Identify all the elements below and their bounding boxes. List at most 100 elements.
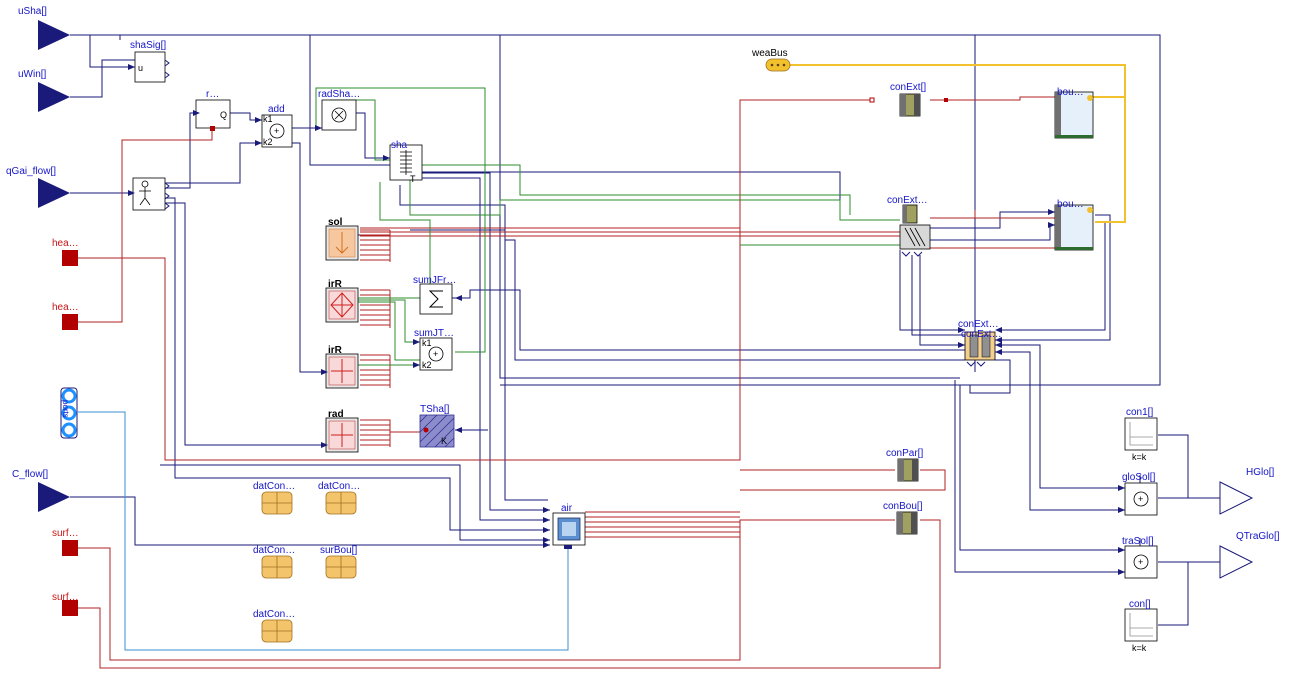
bus-connections: [790, 64, 1126, 223]
svg-text:datCon…: datCon…: [253, 545, 295, 556]
svg-text:datCon…: datCon…: [253, 481, 295, 492]
sumJT-label: sumJT…: [414, 328, 454, 339]
block-sha[interactable]: T sha: [389, 140, 423, 184]
record-datCon1[interactable]: datCon…: [253, 481, 295, 515]
block-r[interactable]: Q r…: [195, 89, 231, 131]
block-sumJFr[interactable]: sumJFr…: [413, 275, 456, 315]
heat-port-hea1[interactable]: hea…: [52, 238, 79, 266]
block-conExtWinFra[interactable]: conExt… conExt…: [958, 319, 1002, 367]
block-traSol[interactable]: + traSol[]: [1122, 536, 1158, 579]
con1-label: con1[]: [1126, 407, 1153, 418]
record-datCon3[interactable]: datCon…: [253, 545, 295, 579]
block-conBou[interactable]: conBou[]: [883, 501, 923, 535]
output-QTraGlo-label: QTraGlo[]: [1236, 531, 1280, 542]
add-label: add: [268, 104, 285, 115]
shaSig-label: shaSig[]: [130, 40, 166, 51]
weather-bus[interactable]: weaBus: [751, 48, 791, 72]
input-triangle-icon: [38, 82, 70, 112]
input-C-flow[interactable]: C_flow[]: [12, 469, 70, 512]
plus-icon: [1133, 554, 1149, 570]
block-irR1[interactable]: irR: [325, 279, 359, 323]
con-param: k=k: [1132, 643, 1147, 653]
block-air[interactable]: air: [552, 503, 586, 549]
block-bou2[interactable]: bou…: [1054, 199, 1094, 251]
plus-icon: [428, 346, 444, 362]
svg-text:k1: k1: [422, 338, 432, 348]
output-HGlo[interactable]: HGlo[]: [1219, 467, 1275, 515]
conExt-label: conExt[]: [890, 82, 926, 93]
bou1-label: bou…: [1057, 87, 1084, 98]
heat-port-label: surf…: [52, 592, 79, 603]
output-triangle-icon: [1219, 545, 1254, 579]
block-sumJT[interactable]: + k1 k2 sumJT…: [414, 328, 454, 371]
fluid-port-icon: [61, 405, 77, 421]
irR2-label: irR: [328, 345, 343, 356]
block-radSha[interactable]: radSha…: [318, 89, 360, 131]
block-gloSol[interactable]: + gloSol[]: [1122, 472, 1158, 516]
arrowheads: [128, 64, 1125, 575]
block-shaSig[interactable]: u shaSig[]: [130, 40, 170, 83]
con1-param: k=k: [1132, 452, 1147, 462]
input-C-flow-label: C_flow[]: [12, 469, 48, 480]
fluid-ports[interactable]: ports: [60, 387, 78, 439]
block-irR2[interactable]: irR: [325, 345, 359, 389]
svg-text:K: K: [441, 436, 447, 446]
multiply-icon: [331, 107, 347, 123]
radiation-connections: [315, 87, 900, 366]
block-con1[interactable]: con1[] k=k: [1124, 407, 1158, 462]
output-HGlo-label: HGlo[]: [1246, 467, 1275, 478]
block-con[interactable]: con[] k=k: [1124, 599, 1158, 653]
weaBus-label: weaBus: [751, 48, 788, 59]
heat-connections: [78, 96, 1055, 669]
block-bou1[interactable]: bou…: [1054, 87, 1094, 139]
input-uWin[interactable]: uWin[]: [18, 69, 70, 112]
plus-icon: [1133, 491, 1149, 507]
fluid-connections: [78, 411, 569, 651]
input-uSha[interactable]: uSha[]: [18, 6, 70, 50]
heat-port-label: hea…: [52, 302, 79, 313]
block-human[interactable]: [132, 177, 170, 211]
heat-port-label: surf…: [52, 528, 79, 539]
heat-port-icon: [62, 314, 78, 330]
block-rad[interactable]: rad: [325, 409, 359, 453]
input-triangle-icon: [38, 20, 70, 50]
block-conPar[interactable]: conPar[]: [886, 448, 923, 482]
sol-heat-stubs: [360, 229, 391, 447]
sum-icon: [428, 290, 443, 308]
conPar-label: conPar[]: [886, 448, 923, 459]
record-surBou[interactable]: surBou[]: [320, 545, 357, 579]
conBou-label: conBou[]: [883, 501, 923, 512]
sha-port-label: T: [410, 174, 416, 184]
TSha-label: TSha[]: [420, 404, 450, 415]
block-sol[interactable]: sol: [325, 217, 359, 261]
bou2-label: bou…: [1057, 199, 1084, 210]
record-datCon4[interactable]: datCon…: [253, 609, 295, 643]
svg-text:+: +: [1138, 557, 1143, 567]
fluid-port-icon: [61, 388, 77, 404]
heat-port-surf1[interactable]: surf…: [52, 528, 79, 556]
heat-port-surf2[interactable]: surf…: [52, 592, 79, 616]
radSha-label: radSha…: [318, 89, 360, 100]
traSol-label: traSol[]: [1122, 536, 1154, 547]
svg-text:k1: k1: [263, 114, 273, 124]
shaSig-port-label: u: [138, 63, 143, 73]
svg-text:+: +: [1138, 494, 1143, 504]
block-TSha[interactable]: K TSha[]: [419, 404, 455, 448]
rad-label: rad: [328, 409, 344, 420]
conExtWinFra2-label: conExt…: [961, 329, 1002, 340]
block-add[interactable]: + k1 k2 add: [261, 104, 293, 148]
heat-port-icon: [62, 250, 78, 266]
record-datCon2[interactable]: datCon…: [318, 481, 360, 515]
input-triangle-icon: [38, 482, 70, 512]
output-triangle-icon: [1219, 481, 1254, 515]
air-label: air: [561, 503, 573, 514]
block-conExtWin[interactable]: conExt…: [887, 195, 928, 224]
input-uSha-label: uSha[]: [18, 6, 47, 17]
block-conExtWinFra-top[interactable]: [899, 224, 931, 257]
block-conExt[interactable]: conExt[]: [869, 82, 948, 117]
input-qGai-flow[interactable]: qGai_flow[]: [6, 166, 70, 208]
heat-port-hea2[interactable]: hea…: [52, 302, 79, 330]
output-QTraGlo[interactable]: QTraGlo[]: [1219, 531, 1280, 579]
heat-port-icon: [62, 540, 78, 556]
fluid-ports-label: ports: [61, 400, 70, 418]
